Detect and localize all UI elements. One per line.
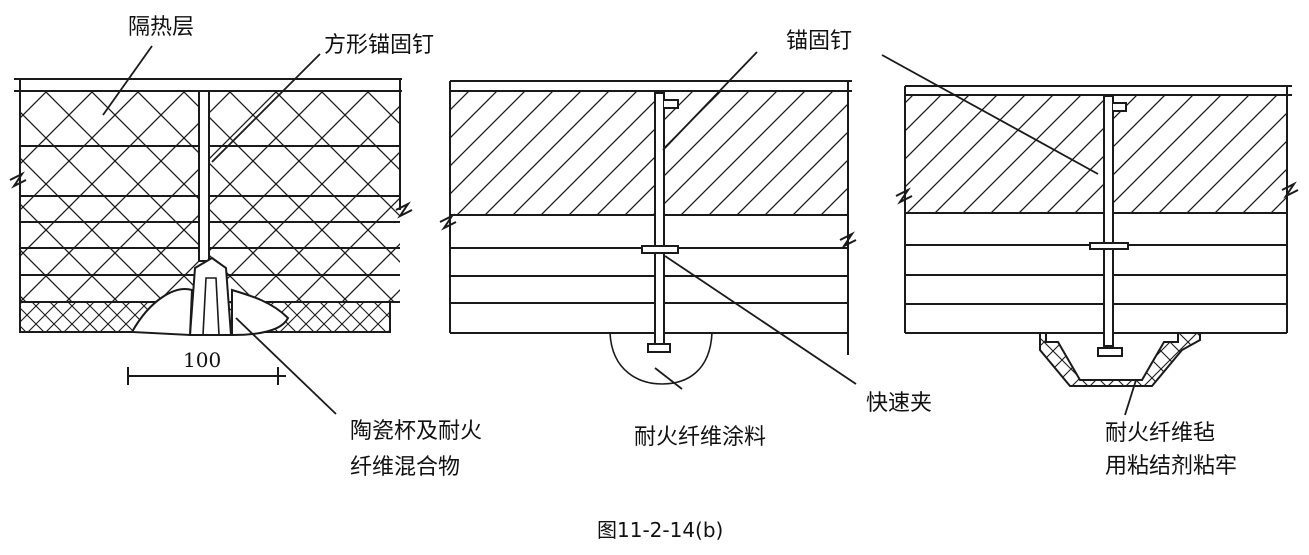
label-quick-clip: 快速夹 [866,391,932,416]
label-anchor: 锚固钉 [786,29,852,54]
label-ceramic-line1: 陶瓷杯及耐火 [350,419,482,444]
label-square-anchor: 方形锚固钉 [324,33,434,58]
label-insulation: 隔热层 [128,15,194,40]
right-panel-diagram [895,85,1299,387]
figure-caption: 图11-2-14(b) [597,518,723,542]
label-felt-line2: 用粘结剂粘牢 [1105,454,1237,479]
leader-lines [102,45,1137,416]
label-felt-line1: 耐火纤维毡 [1105,421,1215,446]
label-fiber-coating: 耐火纤维涂料 [634,425,766,450]
dimension-label: 100 [183,348,221,372]
middle-panel-diagram [439,80,857,385]
label-ceramic-line2: 纤维混合物 [350,455,460,480]
left-panel-diagram [9,78,413,385]
